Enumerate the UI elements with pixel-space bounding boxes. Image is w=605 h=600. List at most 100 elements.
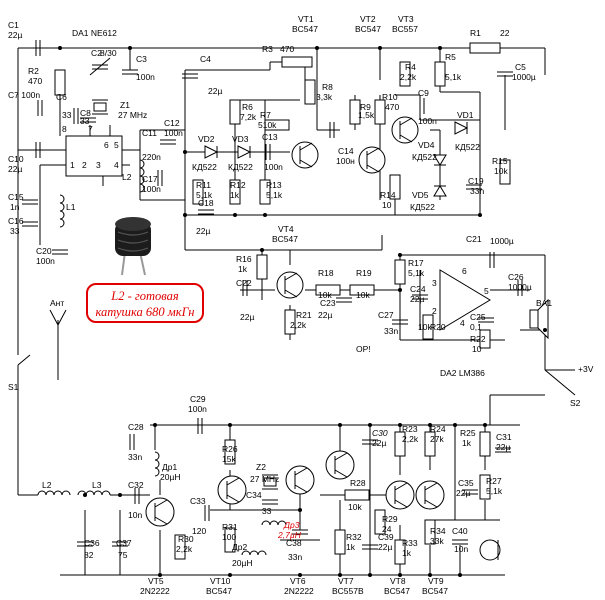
label-ic-pin7: 7 — [88, 124, 93, 134]
label-Dr3: Др3 — [283, 520, 300, 530]
label-C39: C39 — [378, 532, 394, 542]
label-R16-value: 1k — [238, 264, 248, 274]
label-R32: R32 — [346, 532, 362, 542]
label-C24: C24 — [410, 284, 426, 294]
label-C3-value: 100n — [136, 72, 155, 82]
label-R17-value: 5,1k — [408, 268, 425, 278]
label-ic-pin5: 5 — [114, 140, 119, 150]
label-C38: C38 — [286, 538, 302, 548]
label-C32: C32 — [128, 480, 144, 490]
label-C30: C30 — [372, 428, 388, 438]
inductor-note-line1: L2 - готовая — [111, 289, 179, 303]
label-R11-value: 5,1k — [196, 190, 213, 200]
label-R32-value: 1k — [346, 542, 356, 552]
label-R7: R7 — [260, 110, 271, 120]
label-C15: C15 — [8, 192, 24, 202]
label-R23: R23 — [402, 424, 418, 434]
label-C15-value: 1n — [10, 202, 20, 212]
label-C40-value: 10n — [454, 544, 468, 554]
label-C14-value: 100н — [336, 156, 355, 166]
label-ic-pin3: 3 — [96, 160, 101, 170]
label-C18-value: 22µ — [196, 226, 210, 236]
inductor-note-line2: катушка 680 мкГн — [95, 305, 195, 319]
label-C25: C25 — [470, 312, 486, 322]
label-DA2: DA2 LM386 — [440, 368, 485, 378]
label-C34: C34 — [246, 490, 262, 500]
label-C27-value: 33n — [384, 326, 398, 336]
label-R11: R11 — [196, 180, 211, 190]
label-C39-value: 22µ — [378, 542, 392, 552]
label-VD5: VD5 — [412, 190, 429, 200]
label-C23: C23 — [320, 298, 336, 308]
inductor-photo — [115, 217, 151, 276]
label-Dr2: Др2 — [232, 542, 247, 552]
label-R19-value: 10k — [356, 290, 370, 300]
label-C9: C9 — [418, 88, 429, 98]
label-ic-pin1: 1 — [70, 160, 75, 170]
label-C32-value: 10n — [128, 510, 142, 520]
label-R3-value: 470 — [280, 44, 294, 54]
label-C7: C7 100n — [8, 90, 40, 100]
label-R18: R18 — [318, 268, 334, 278]
label-C18: C18 — [198, 198, 214, 208]
label-VD3-type: КД522 — [228, 162, 253, 172]
label-R24: R24 — [430, 424, 446, 434]
label-R8-value: 3,3k — [316, 92, 333, 102]
label-C29-value: 100n — [188, 404, 207, 414]
label-VT10-type: BC547 — [206, 586, 232, 596]
label-R9: R9 — [360, 102, 371, 112]
label-C14: C14 — [338, 146, 354, 156]
label-VT4-type: BC547 — [272, 234, 298, 244]
label-R18-value: 10k — [318, 290, 332, 300]
label-VT10: VT10 — [210, 576, 231, 586]
label-Z1: Z1 — [120, 100, 130, 110]
label-VD5-type: КД522 — [410, 202, 435, 212]
label-VT7-type: BC557B — [332, 586, 364, 596]
label-pin2: 2 — [432, 306, 437, 316]
label-C22-value: 22µ — [240, 312, 254, 322]
label-C11: C11 — [142, 128, 157, 138]
label-C3: C3 — [136, 54, 147, 64]
label-R4: R4 — [405, 62, 416, 72]
label-C4-value: 22µ — [208, 86, 222, 96]
label-VT1-type: BC547 — [292, 24, 318, 34]
label-C25-value: 0,1 — [470, 322, 482, 332]
label-R10: R10 — [382, 92, 398, 102]
label-R20-value: 10k — [418, 322, 432, 332]
label-R5: R5 — [445, 52, 456, 62]
label-VT6-type: 2N2222 — [284, 586, 314, 596]
label-C31-value: 22µ — [496, 442, 510, 452]
label-pin4: 4 — [460, 318, 465, 328]
label-ic-pin8: 8 — [62, 124, 67, 134]
label-VT3-type: BC557 — [392, 24, 418, 34]
label-pin6: 6 — [462, 266, 467, 276]
label-R24-value: 27k — [430, 434, 444, 444]
label-C2-value: 8/30 — [100, 48, 117, 58]
label-L3: L3 — [92, 480, 102, 490]
middle-wiring — [17, 150, 576, 495]
label-Dr1: Др1 — [162, 462, 177, 472]
label-VT1: VT1 — [298, 14, 314, 24]
label-R1-value: 22 — [500, 28, 510, 38]
label-C28-value: 33n — [128, 452, 142, 462]
label-33: 33 — [262, 506, 272, 516]
label-L2: L2 — [122, 172, 132, 182]
label-R1: R1 — [470, 28, 481, 38]
label-Dr2-value: 20µH — [232, 558, 253, 568]
label-C27: C27 — [378, 310, 394, 320]
label-VD2: VD2 — [198, 134, 215, 144]
label-DA1: DA1 NE612 — [72, 28, 117, 38]
label-C17: C17 — [142, 174, 158, 184]
label-C16: C16 — [8, 216, 24, 226]
label-R14-value: 10 — [382, 200, 392, 210]
label-C35-value: 22µ — [456, 488, 470, 498]
label-R21: R21 — [296, 310, 312, 320]
label-C40: C40 — [452, 526, 468, 536]
label-R7-value: 510k — [258, 120, 277, 130]
label-Dr3-value: 2,7µH — [277, 530, 302, 540]
label-C6: C6 — [56, 92, 67, 102]
label-VT5: VT5 — [148, 576, 164, 586]
label-Z2-value: 27 MHz — [250, 474, 279, 484]
label-R19: R19 — [356, 268, 372, 278]
junction-dots — [58, 46, 547, 577]
